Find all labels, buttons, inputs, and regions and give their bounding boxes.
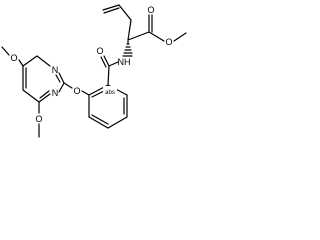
amide-nh-label: NH	[118, 57, 131, 67]
aryl-ether-link	[63, 82, 90, 96]
methoxy-oxygen-top-label: O	[10, 53, 17, 63]
ester-carbonyl-oxygen-label: O	[147, 5, 154, 15]
amide-group	[100, 55, 119, 86]
methyl-ester	[127, 14, 187, 42]
pyrimidine-n2-label: N	[52, 88, 59, 98]
stereo-wedge-bond	[122, 40, 133, 57]
methoxy-groups	[1, 46, 40, 138]
chemical-structure: O O NH O abs O N N O O	[1, 4, 187, 138]
allyl-chain	[102, 4, 132, 41]
ester-oxygen-label: O	[165, 37, 172, 47]
abs-stereo-label: abs	[105, 90, 115, 96]
amide-oxygen-label: O	[96, 46, 103, 56]
pyrimidine-n1-label: N	[52, 65, 59, 75]
pyrimidine-ring	[22, 55, 65, 103]
aryl-ether-oxygen-label: O	[73, 86, 80, 96]
methoxy-oxygen-bottom-label: O	[35, 114, 42, 124]
